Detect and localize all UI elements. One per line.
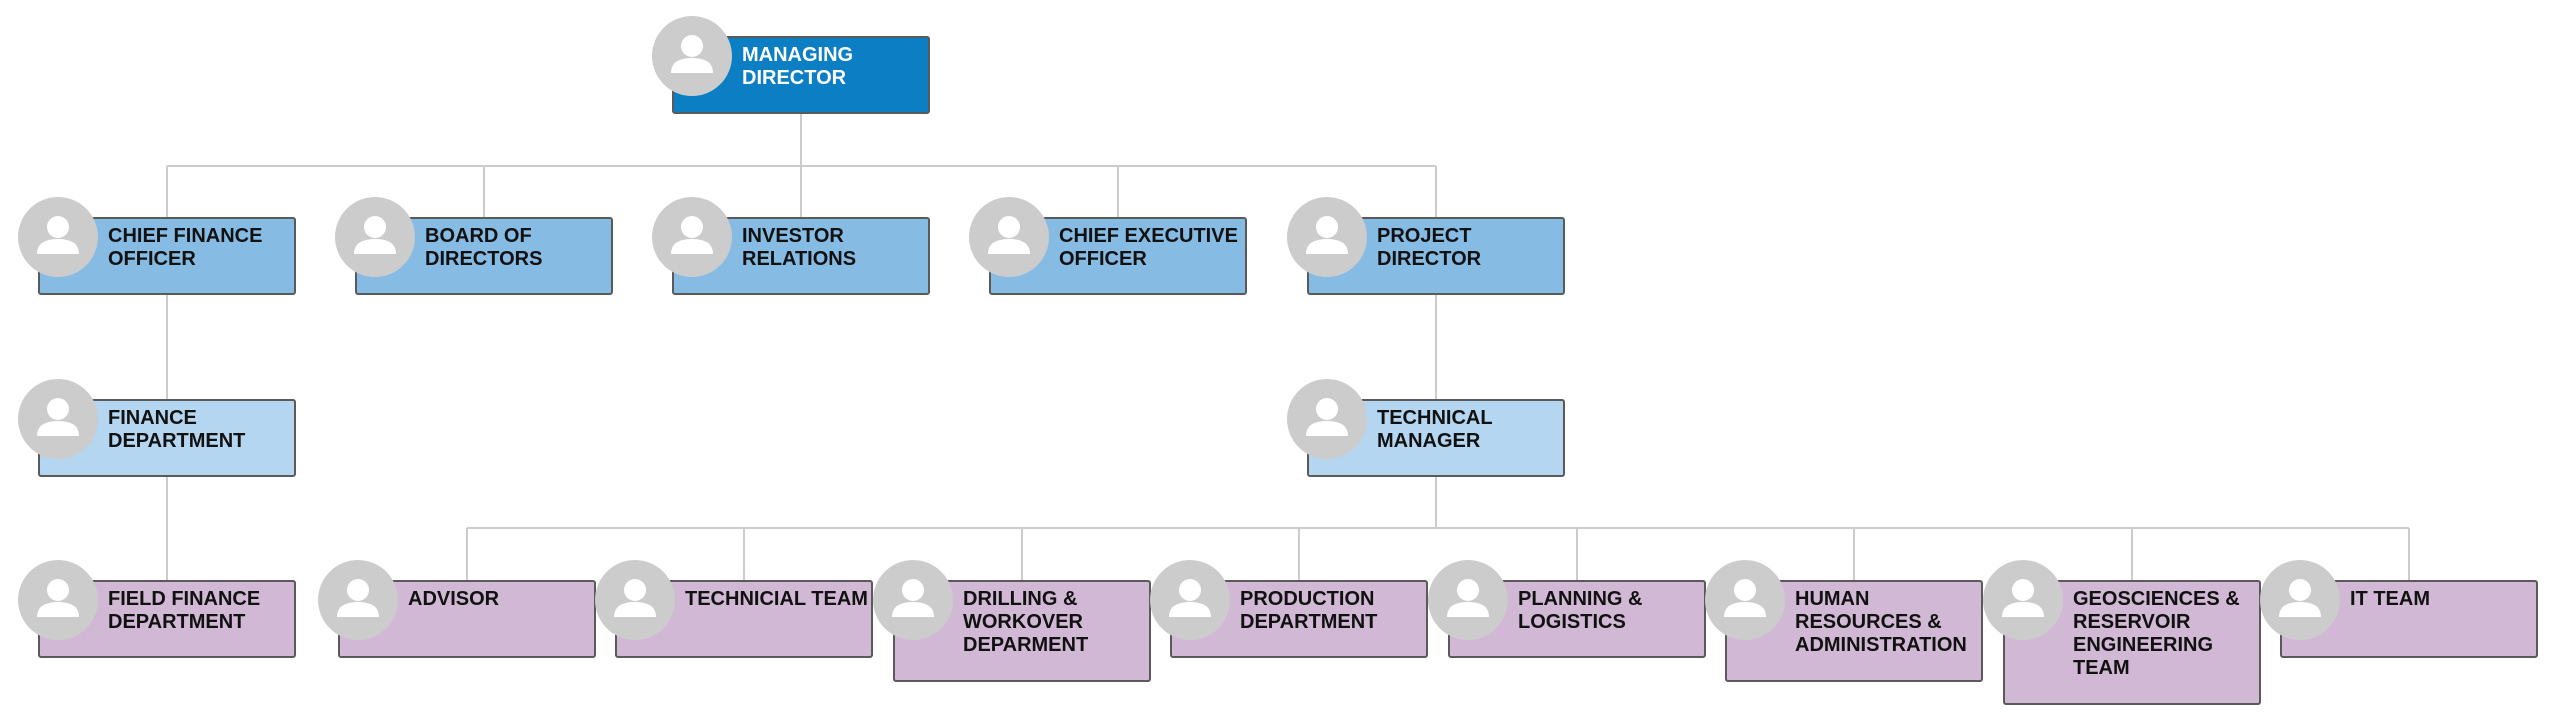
node-label: Finance Department <box>108 407 246 452</box>
node-label: Board of Directors <box>425 225 543 270</box>
node-label: Field Finance Department <box>108 588 261 633</box>
person-avatar-icon <box>335 197 415 277</box>
person-avatar-icon <box>1428 560 1508 640</box>
node-label: IT Team <box>2350 588 2430 610</box>
node-label: Technicial Team <box>685 588 868 610</box>
person-avatar-icon <box>1150 560 1230 640</box>
node-label: Technical Manager <box>1377 407 1493 452</box>
node-label: Planning & Logistics <box>1518 588 1643 633</box>
node-label: Human Resources & Administration <box>1795 588 1967 656</box>
person-avatar-icon <box>18 379 98 459</box>
person-avatar-icon <box>652 16 732 96</box>
node-label: Managing Director <box>742 44 854 89</box>
node-label: Chief Executive Officer <box>1059 225 1238 270</box>
person-avatar-icon <box>969 197 1049 277</box>
person-avatar-icon <box>1287 379 1367 459</box>
person-avatar-icon <box>1705 560 1785 640</box>
person-avatar-icon <box>318 560 398 640</box>
person-avatar-icon <box>873 560 953 640</box>
node-label: Production Department <box>1240 588 1378 633</box>
person-avatar-icon <box>2260 560 2340 640</box>
node-label: Drilling & Workover Deparment <box>963 588 1089 656</box>
node-label: Advisor <box>408 588 500 610</box>
person-avatar-icon <box>18 197 98 277</box>
person-avatar-icon <box>595 560 675 640</box>
node-label: Geosciences & Reservoir Engineering Team <box>2073 588 2240 679</box>
node-label: Investor Relations <box>742 225 857 270</box>
person-avatar-icon <box>18 560 98 640</box>
person-avatar-icon <box>652 197 732 277</box>
person-avatar-icon <box>1983 560 2063 640</box>
node-label: Project Director <box>1377 225 1482 270</box>
person-avatar-icon <box>1287 197 1367 277</box>
node-label: Chief Finance Officer <box>108 225 263 270</box>
